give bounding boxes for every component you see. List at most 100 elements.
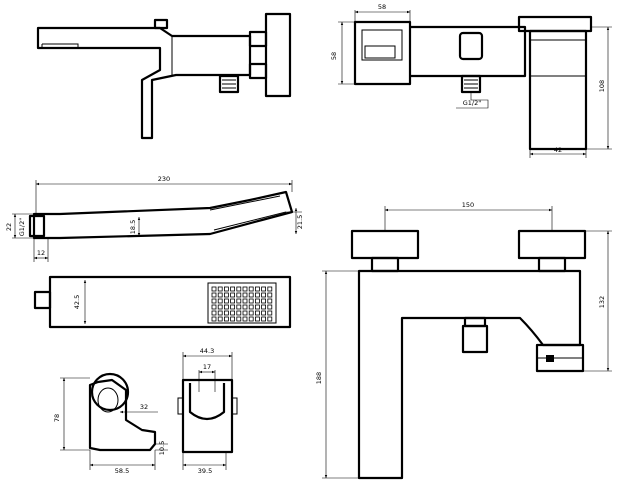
nozzle [236,298,242,304]
holder-side-view: 78 32 10.5 58.5 [53,372,168,475]
nozzle [248,292,254,298]
nozzle [223,316,229,322]
dim-holder-lip: 10.5 [158,441,166,455]
nozzle [230,304,236,310]
front-collar-right [537,256,567,273]
nozzle [261,292,267,298]
dim-hs-left-height: 22 [5,223,13,231]
front-divert-knob [461,324,489,354]
dim-hs-middle-height: 18.5 [129,220,137,234]
dim-top-width: 58 [378,3,386,11]
nozzle [248,316,254,322]
hand-shower-top-body [48,275,292,329]
dim-front-total-height: 188 [315,372,323,384]
nozzle [242,304,248,310]
dim-top-thread: G1/2" [463,99,482,107]
nozzle [242,310,248,316]
front-handle-right [517,229,587,260]
dim-top-projection: 42 [554,146,562,154]
mixer-body-outline [36,26,252,140]
nozzle [242,292,248,298]
nozzle [211,310,217,316]
top-handle-band [517,15,593,33]
nozzle [254,286,260,292]
nozzle [248,298,254,304]
nozzle [223,310,229,316]
nozzle [254,298,260,304]
mixer-top-view: 58 58 G1/2" 108 42 [330,3,612,158]
nozzle [223,304,229,310]
nozzle [261,316,267,322]
dim-hs-connector: 12 [37,249,45,257]
dim-holder-base: 58.5 [115,467,129,475]
nozzle [217,316,223,322]
front-collar-left [370,256,400,273]
holder-side-body [88,378,157,452]
nozzle [248,310,254,316]
nozzle [242,316,248,322]
nozzle [230,292,236,298]
nozzle [261,286,267,292]
nozzle [217,292,223,298]
nozzle [223,292,229,298]
nozzle [211,304,217,310]
nozzle [217,298,223,304]
nozzle [236,310,242,316]
dim-top-depth: 108 [598,80,606,92]
top-handle-body [528,29,588,151]
nozzle [211,292,217,298]
top-body [410,25,527,78]
mixer-front-view: 150 188 132 [315,201,612,480]
outlet-box [353,20,412,86]
dim-hs-top-width: 42.5 [73,295,81,309]
nozzle [254,292,260,298]
nozzle [267,304,273,310]
nozzle [242,286,248,292]
nozzle [236,304,242,310]
nozzle [267,316,273,322]
nozzle [230,316,236,322]
nozzle [230,286,236,292]
hand-shower-side-view: 230 22 G1/2" 18.5 21.5 12 [5,175,304,262]
hand-shower-connector [28,214,46,238]
outlet-inner [361,29,403,61]
dim-holder-front-base: 39.5 [198,467,212,475]
top-handle-left [458,31,484,61]
handle-side [264,12,292,98]
dim-holder-hole: 32 [140,403,148,411]
dim-holder-height: 78 [53,414,61,422]
hand-shower-top-view: 42.5 [33,275,292,329]
holder-side-ring [90,372,130,412]
dim-hs-thread: G1/2" [18,218,26,237]
nozzle [267,292,273,298]
nozzle [211,298,217,304]
nozzle [217,286,223,292]
nozzle [242,298,248,304]
nozzle [217,310,223,316]
dim-front-spacing: 150 [462,201,474,209]
thread-connector [218,74,240,94]
holder-front-view: 44.3 17 39.5 [177,347,238,475]
dim-holder-front-width: 44.3 [200,347,214,355]
nozzle [223,298,229,304]
holder-front-body [181,378,234,454]
spray-face [207,282,277,324]
front-body [357,269,582,480]
handle-collar-top [248,30,268,48]
dim-top-height: 58 [330,52,338,60]
nozzle [267,298,273,304]
dim-front-right-height: 132 [598,296,606,308]
nozzle [267,310,273,316]
nozzle [217,304,223,310]
dim-hs-length: 230 [158,175,170,183]
nozzle [230,310,236,316]
mixer-side-view [36,12,292,140]
dim-hs-right-height: 21.5 [296,215,304,229]
nozzle [230,298,236,304]
nozzle [236,286,242,292]
nozzle [236,316,242,322]
nozzle [261,310,267,316]
nozzle [261,298,267,304]
hand-shower-body [32,190,294,240]
